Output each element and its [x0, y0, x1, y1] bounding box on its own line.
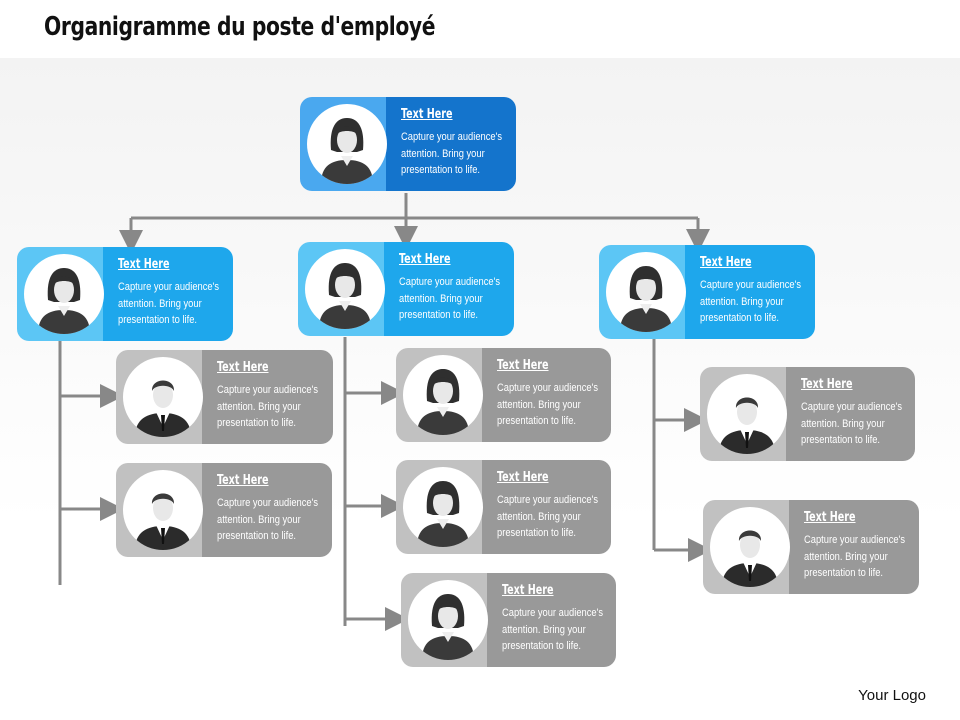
logo-text: Your Logo: [858, 687, 926, 704]
card-body-text: Capture your audience's attention. Bring…: [502, 607, 604, 652]
card-icon-panel: [396, 460, 483, 554]
card-icon-panel: [116, 463, 203, 557]
card-body-text: Capture your audience's attention. Bring…: [217, 384, 319, 429]
card-body-text: Capture your audience's attention. Bring…: [801, 401, 903, 446]
woman-avatar-icon: [408, 580, 488, 660]
card-heading: Text Here: [497, 358, 549, 373]
card-icon-panel: [703, 500, 790, 594]
card-icon-panel: [401, 573, 488, 667]
woman-avatar-icon: [403, 467, 483, 547]
man-avatar-icon: [710, 507, 790, 587]
card-heading: Text Here: [118, 257, 170, 272]
woman-avatar-icon: [307, 104, 387, 184]
card-icon-panel: [700, 367, 787, 461]
woman-avatar-icon: [606, 252, 686, 332]
card-icon-panel: [396, 348, 483, 442]
page-title: Organigramme du poste d'employé: [44, 12, 436, 42]
woman-avatar-icon: [24, 254, 104, 334]
card-body-text: Capture your audience's attention. Bring…: [497, 494, 599, 539]
card-heading: Text Here: [700, 255, 752, 270]
card-heading: Text Here: [502, 583, 554, 598]
card-heading: Text Here: [217, 360, 269, 375]
woman-avatar-icon: [305, 249, 385, 329]
card-heading: Text Here: [804, 510, 856, 525]
card-icon-panel: [300, 97, 387, 191]
woman-avatar-icon: [403, 355, 483, 435]
card-body-text: Capture your audience's attention. Bring…: [700, 279, 802, 324]
card-icon-panel: [116, 350, 203, 444]
card-icon-panel: [298, 242, 385, 336]
card-body-text: Capture your audience's attention. Bring…: [118, 281, 220, 326]
card-heading: Text Here: [217, 473, 269, 488]
card-heading: Text Here: [497, 470, 549, 485]
connector-lines: [58, 193, 712, 631]
card-heading: Text Here: [401, 107, 453, 122]
man-avatar-icon: [123, 357, 203, 437]
card-icon-panel: [599, 245, 686, 339]
card-heading: Text Here: [399, 252, 451, 267]
card-body-text: Capture your audience's attention. Bring…: [399, 276, 501, 321]
card-body-text: Capture your audience's attention. Bring…: [804, 534, 906, 579]
man-avatar-icon: [123, 470, 203, 550]
card-heading: Text Here: [801, 377, 853, 392]
card-body-text: Capture your audience's attention. Bring…: [217, 497, 319, 542]
card-body-text: Capture your audience's attention. Bring…: [497, 382, 599, 427]
man-avatar-icon: [707, 374, 787, 454]
card-body-text: Capture your audience's attention. Bring…: [401, 131, 503, 176]
card-icon-panel: [17, 247, 104, 341]
